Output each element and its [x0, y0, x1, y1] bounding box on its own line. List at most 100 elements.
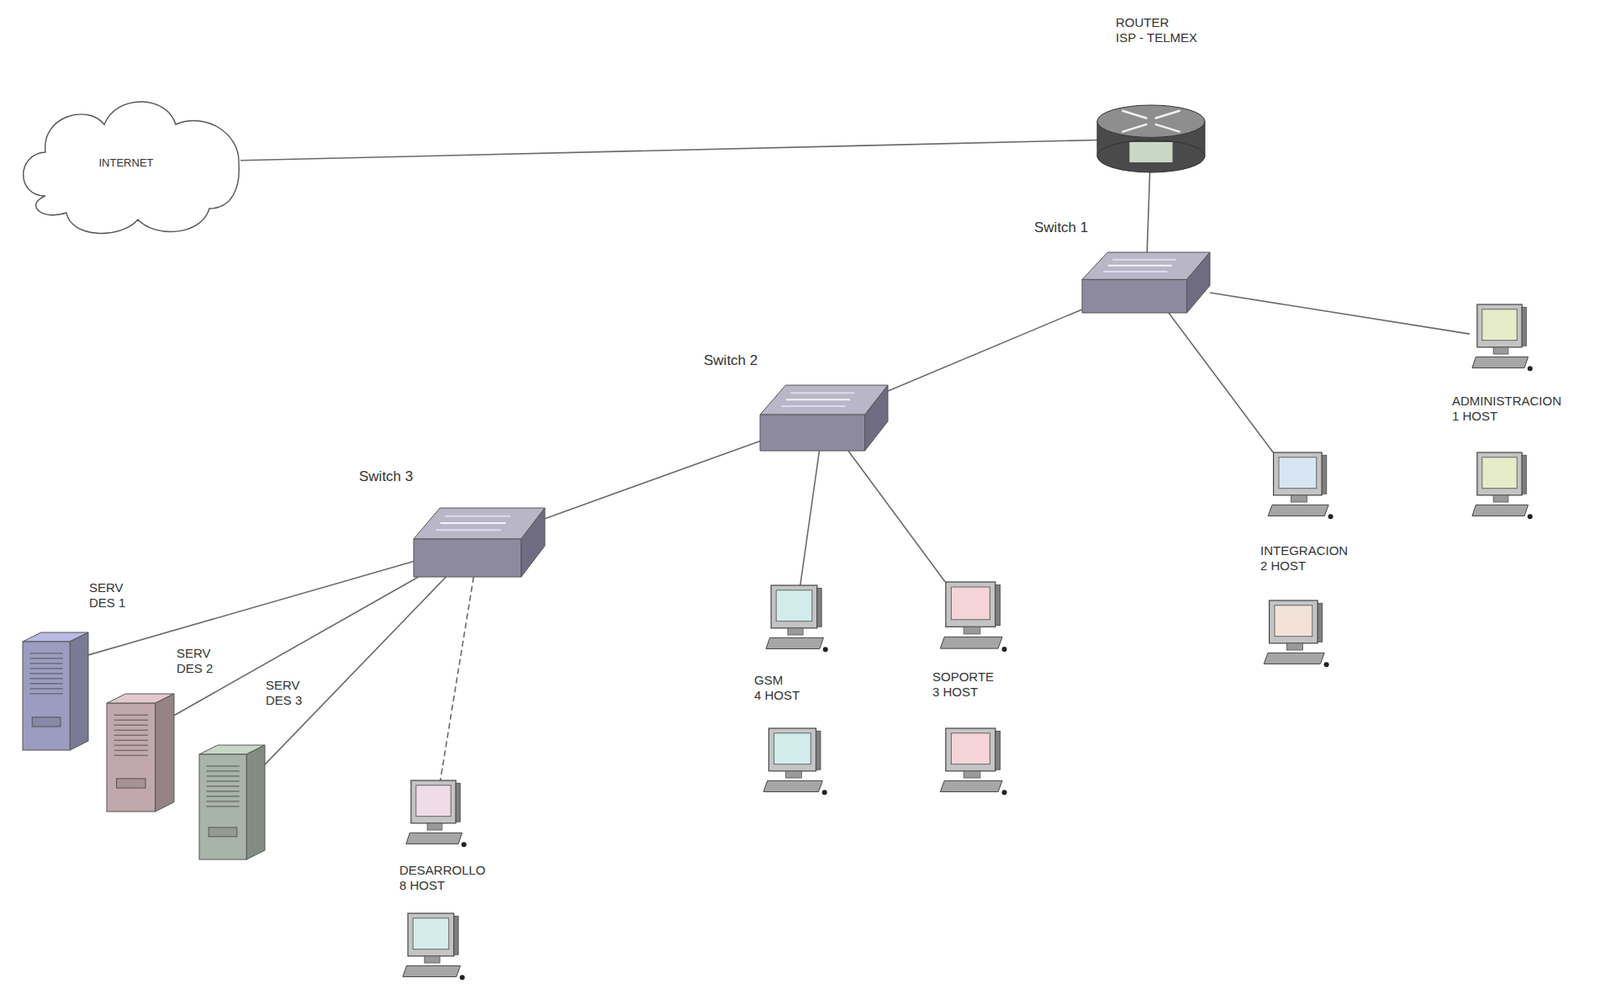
pc-icon	[763, 728, 828, 795]
label-group: Switch 1	[1032, 220, 1090, 236]
pc-icon	[402, 913, 465, 980]
monitor-side	[455, 782, 460, 822]
switch-arrow	[790, 391, 855, 394]
device-label: 4 HOST	[752, 687, 802, 703]
server-slot	[205, 780, 239, 782]
network-link	[174, 576, 419, 716]
keyboard	[763, 780, 823, 792]
server-node: SERV DES 1	[22, 632, 89, 750]
label-group: SERV DES 3	[264, 677, 315, 708]
pc-node: SOPORTE3 HOST	[937, 581, 1007, 655]
device-label: 1 HOST	[1450, 408, 1500, 424]
device-label: ROUTER	[1114, 15, 1171, 31]
server-icon	[106, 693, 175, 812]
device-label: 2 HOST	[1258, 558, 1308, 574]
server-front	[199, 754, 247, 860]
server-icon	[199, 744, 265, 860]
server-slot	[29, 692, 63, 694]
device-label: ISP - TELMEX	[1114, 30, 1199, 46]
label-group: SERV DES 1	[87, 580, 138, 611]
server-icon	[22, 632, 89, 750]
pc-icon	[1263, 600, 1329, 667]
monitor-body	[1477, 452, 1522, 496]
monitor-stand	[1493, 347, 1509, 354]
server-slot	[29, 677, 63, 679]
monitor-side	[1321, 454, 1327, 494]
server-drive	[208, 827, 238, 837]
device-label: GSM	[752, 672, 785, 688]
monitor-screen	[1274, 605, 1313, 637]
label-group: Switch 2	[702, 353, 760, 369]
server-slot	[29, 667, 63, 669]
server-side	[246, 744, 265, 860]
pc-icon	[1472, 452, 1533, 519]
keyboard	[406, 832, 463, 844]
server-slot	[29, 672, 63, 674]
keyboard	[1472, 504, 1529, 516]
network-link	[1146, 172, 1150, 253]
monitor-stand	[963, 770, 981, 778]
network-link	[1168, 312, 1273, 453]
device-label: SERV DES 1	[87, 580, 138, 611]
cloud-node: INTERNET	[11, 86, 241, 240]
pc-node: GSM4 HOST	[763, 585, 828, 655]
device-label: ADMINISTRACION	[1450, 393, 1564, 409]
network-link	[887, 309, 1083, 391]
label-group: Switch 3	[357, 469, 415, 485]
server-slot	[114, 714, 148, 716]
server-slot	[114, 729, 148, 731]
server-slot	[205, 795, 239, 797]
mouse-dot	[822, 789, 828, 795]
keyboard	[402, 965, 460, 977]
router-icon	[1097, 105, 1205, 173]
mouse-dot	[823, 646, 829, 652]
monitor-screen	[1278, 457, 1317, 489]
server-slot	[205, 775, 239, 777]
router-arrow	[1155, 110, 1181, 119]
monitor-stand	[424, 955, 440, 963]
pc-node: INTEGRACION2 HOST	[1265, 452, 1333, 522]
monitor-screen	[950, 586, 990, 620]
device-name: Switch 3	[357, 469, 415, 485]
switch-icon	[413, 507, 545, 577]
pc-icon	[1265, 452, 1333, 522]
label-group: SERV DES 2	[174, 645, 226, 676]
monitor-body	[1477, 304, 1522, 348]
switch-arrow	[440, 522, 507, 524]
monitor-body	[407, 913, 455, 956]
server-slot	[29, 657, 63, 659]
mouse-dot	[1002, 646, 1008, 652]
keyboard	[765, 637, 824, 649]
switch-front	[760, 414, 866, 451]
switch-icon	[760, 385, 888, 451]
server-slot	[114, 724, 148, 726]
router-top	[1097, 105, 1205, 138]
network-link	[264, 576, 446, 765]
label-group: INTEGRACION2 HOST	[1258, 543, 1350, 574]
pc-icon	[763, 585, 828, 655]
pc-icon	[403, 780, 466, 850]
server-slot	[29, 652, 63, 654]
monitor-body	[945, 581, 996, 627]
server-slot	[205, 790, 239, 792]
device-label: INTERNET	[97, 155, 156, 171]
pc-node: ADMINISTRACION1 HOST	[1469, 304, 1532, 374]
monitor-screen	[412, 918, 449, 950]
mouse-dot	[1328, 513, 1334, 519]
server-slot	[114, 719, 148, 721]
switch-arrow	[1108, 264, 1173, 267]
monitor-screen	[774, 733, 812, 765]
server-slot	[205, 770, 239, 771]
keyboard	[939, 780, 1003, 792]
router-arrow	[1155, 124, 1181, 133]
device-label: SOPORTE	[930, 669, 996, 685]
monitor-stand	[1286, 643, 1303, 650]
monitor-screen	[776, 590, 813, 622]
network-link	[800, 450, 820, 586]
server-drive	[116, 778, 147, 788]
keyboard	[1267, 504, 1329, 516]
pc-node: DESARROLLO8 HOST	[403, 780, 466, 850]
server-front	[22, 641, 70, 750]
